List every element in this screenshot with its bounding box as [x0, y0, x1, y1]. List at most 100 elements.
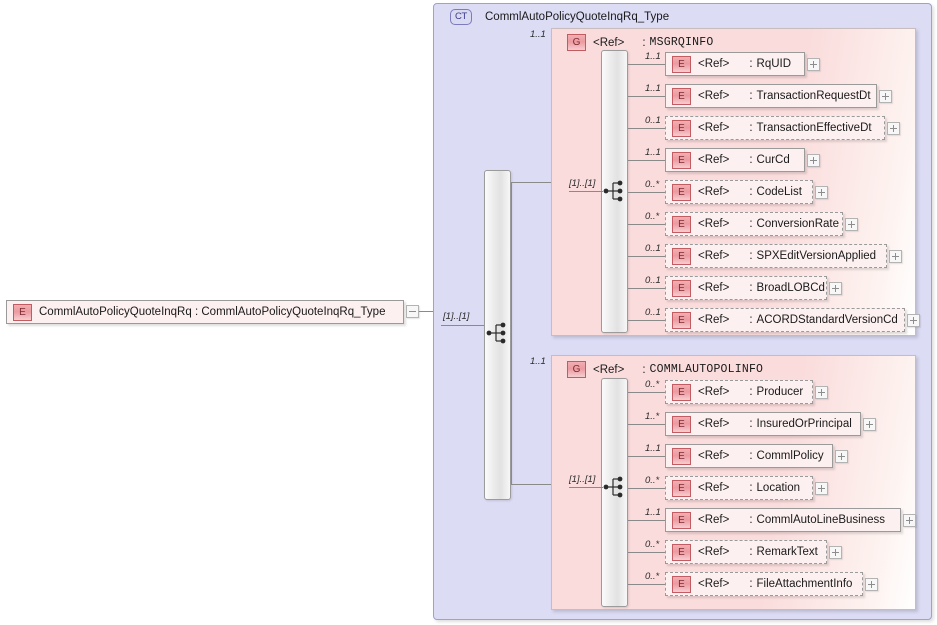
element-expand-toggle[interactable] — [879, 90, 892, 103]
element-box[interactable]: E<Ref>:CommlPolicy — [665, 444, 833, 468]
element-name: Producer — [756, 386, 804, 398]
group-2-sequence-compositor[interactable] — [601, 378, 628, 607]
element-ref-label: <Ref> — [698, 122, 730, 134]
element-ref-label: <Ref> — [698, 546, 730, 558]
element-name: CommlPolicy — [756, 450, 824, 462]
group-icon: G — [567, 34, 586, 51]
element-expand-toggle[interactable] — [815, 386, 828, 399]
element-icon: E — [672, 279, 691, 297]
element-expand-toggle[interactable] — [829, 546, 842, 559]
ct-to-compositor-line — [441, 325, 485, 326]
group-2-ref: <Ref> — [593, 363, 625, 376]
element-ref-label: <Ref> — [698, 154, 730, 166]
element-separator: : — [749, 578, 753, 590]
element-expand-toggle[interactable] — [835, 450, 848, 463]
element-cardinality: 0..* — [645, 211, 660, 222]
complextype-title: CT CommlAutoPolicyQuoteInqRq_Type — [444, 9, 669, 25]
element-separator: : — [749, 218, 753, 230]
element-ref-label: <Ref> — [698, 282, 730, 294]
element-expand-toggle[interactable] — [863, 418, 876, 431]
element-icon: E — [672, 415, 691, 433]
element-ref-label: <Ref> — [698, 386, 730, 398]
group-2-name: COMMLAUTOPOLINFO — [649, 363, 764, 376]
element-expand-toggle[interactable] — [815, 482, 828, 495]
root-collapse-toggle[interactable] — [406, 305, 419, 318]
element-box[interactable]: E<Ref>:ACORDStandardVersionCd — [665, 308, 905, 332]
element-expand-toggle[interactable] — [865, 578, 878, 591]
element-box[interactable]: E<Ref>:CodeList — [665, 180, 813, 204]
element-expand-toggle[interactable] — [887, 122, 900, 135]
element-box[interactable]: E<Ref>:SPXEditVersionApplied — [665, 244, 887, 268]
element-separator: : — [749, 546, 753, 558]
element-expand-toggle[interactable] — [807, 154, 820, 167]
row-connector-line — [628, 96, 665, 97]
compositor-branch-vline — [511, 182, 512, 485]
row-connector-line — [628, 584, 665, 585]
row-connector-line — [628, 488, 665, 489]
element-cardinality: 0..1 — [645, 243, 661, 254]
element-ref-label: <Ref> — [698, 482, 730, 494]
element-box[interactable]: E<Ref>:BroadLOBCd — [665, 276, 827, 300]
element-name: SPXEditVersionApplied — [756, 250, 877, 262]
element-cardinality: 1..1 — [645, 83, 661, 94]
element-cardinality: 1..* — [645, 411, 660, 422]
element-expand-toggle[interactable] — [907, 314, 920, 327]
element-cardinality: 1..1 — [645, 147, 661, 158]
group-2-cardinality: 1..1 — [530, 356, 546, 367]
element-separator: : — [749, 250, 753, 262]
element-expand-toggle[interactable] — [903, 514, 916, 527]
element-box[interactable]: E<Ref>:FileAttachmentInfo — [665, 572, 863, 596]
element-separator: : — [749, 154, 753, 166]
sequence-icon — [603, 180, 627, 207]
element-icon: E — [672, 447, 691, 465]
element-cardinality: 1..1 — [645, 51, 661, 62]
group-1-name: MSGRQINFO — [649, 36, 714, 49]
element-expand-toggle[interactable] — [829, 282, 842, 295]
element-icon: E — [672, 151, 691, 169]
element-separator: : — [749, 186, 753, 198]
row-connector-line — [628, 520, 665, 521]
element-box[interactable]: E<Ref>:Location — [665, 476, 813, 500]
element-box[interactable]: E<Ref>:CommlAutoLineBusiness — [665, 508, 901, 532]
root-element-type: CommlAutoPolicyQuoteInqRq_Type — [201, 306, 386, 318]
sequence-icon — [486, 322, 510, 349]
element-box[interactable]: E<Ref>:RqUID — [665, 52, 805, 76]
element-box[interactable]: E<Ref>:TransactionEffectiveDt — [665, 116, 885, 140]
element-separator: : — [749, 418, 753, 430]
root-element-box[interactable]: E CommlAutoPolicyQuoteInqRq : CommlAutoP… — [6, 300, 404, 324]
element-name: RemarkText — [756, 546, 818, 558]
element-expand-toggle[interactable] — [807, 58, 820, 71]
element-ref-label: <Ref> — [698, 58, 730, 70]
element-icon: E — [672, 575, 691, 593]
group-1-separator: : — [642, 36, 646, 49]
element-box[interactable]: E<Ref>:TransactionRequestDt — [665, 84, 877, 108]
element-cardinality: 0..1 — [645, 275, 661, 286]
element-cardinality: 0..* — [645, 475, 660, 486]
element-expand-toggle[interactable] — [845, 218, 858, 231]
element-box[interactable]: E<Ref>:RemarkText — [665, 540, 827, 564]
element-icon: E — [672, 383, 691, 401]
element-box[interactable]: E<Ref>:InsuredOrPrincipal — [665, 412, 861, 436]
element-name: Location — [756, 482, 801, 494]
element-icon: E — [672, 511, 691, 529]
element-cardinality: 0..1 — [645, 307, 661, 318]
element-cardinality: 0..1 — [645, 115, 661, 126]
element-name: FileAttachmentInfo — [756, 578, 853, 590]
element-box[interactable]: E<Ref>:CurCd — [665, 148, 805, 172]
element-expand-toggle[interactable] — [815, 186, 828, 199]
row-connector-line — [628, 320, 665, 321]
element-icon: E — [672, 311, 691, 329]
element-box[interactable]: E<Ref>:Producer — [665, 380, 813, 404]
element-name: CodeList — [756, 186, 802, 198]
element-icon: E — [672, 215, 691, 233]
element-ref-label: <Ref> — [698, 314, 730, 326]
compositor-to-group2-line — [511, 484, 551, 485]
complextype-title-text: CommlAutoPolicyQuoteInqRq_Type — [485, 11, 670, 23]
root-element-name: CommlAutoPolicyQuoteInqRq — [39, 306, 192, 318]
element-icon: E — [672, 55, 691, 73]
group-2-separator: : — [642, 363, 646, 376]
element-expand-toggle[interactable] — [889, 250, 902, 263]
element-box[interactable]: E<Ref>:ConversionRate — [665, 212, 843, 236]
element-separator: : — [749, 314, 753, 326]
